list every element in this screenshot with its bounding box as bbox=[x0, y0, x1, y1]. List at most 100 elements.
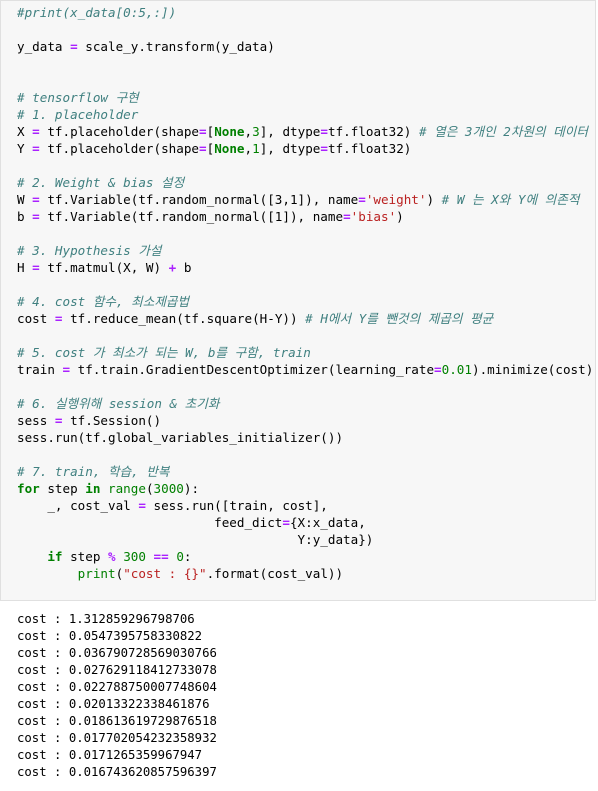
code-line bbox=[17, 446, 593, 463]
code-cell-input[interactable]: #print(x_data[0:5,:]) y_data = scale_y.t… bbox=[0, 0, 596, 601]
code-line: print("cost : {}".format(cost_val)) bbox=[17, 565, 593, 582]
code-token: ) bbox=[396, 209, 404, 224]
code-token: b bbox=[17, 209, 33, 224]
code-token: = bbox=[54, 413, 63, 428]
code-token: scale_y.transform(y_data) bbox=[77, 39, 275, 54]
code-line: for step in range(3000): bbox=[17, 480, 593, 497]
code-token: = bbox=[32, 209, 40, 224]
code-token: tf.placeholder(shape bbox=[39, 141, 199, 156]
code-token: 1 bbox=[252, 141, 260, 156]
code-line: cost = tf.reduce_mean(tf.square(H-Y)) # … bbox=[17, 310, 593, 327]
code-line: if step % 300 == 0: bbox=[17, 548, 593, 565]
code-line bbox=[17, 378, 593, 395]
code-token: None bbox=[214, 141, 245, 156]
code-token: = bbox=[358, 192, 366, 207]
code-token: "cost : {}" bbox=[123, 566, 207, 581]
code-line bbox=[17, 72, 593, 89]
code-token: = bbox=[434, 362, 442, 377]
code-token: y_data bbox=[17, 39, 71, 54]
code-line: Y:y_data}) bbox=[17, 531, 593, 548]
code-token: # tensorflow 구현 bbox=[17, 90, 139, 105]
code-token: sess.run(tf.global_variables_initializer… bbox=[17, 430, 344, 445]
output-line: cost : 0.022788750007748604 bbox=[17, 680, 217, 694]
code-token: b bbox=[176, 260, 192, 275]
code-token: = bbox=[343, 209, 351, 224]
code-token: tf.Session() bbox=[62, 413, 162, 428]
code-token: : bbox=[183, 549, 192, 564]
code-token: = bbox=[320, 141, 328, 156]
code-line bbox=[17, 225, 593, 242]
code-token: range bbox=[108, 481, 146, 496]
code-token: tf.reduce_mean(tf.square(H-Y)) bbox=[62, 311, 306, 326]
code-line bbox=[17, 276, 593, 293]
code-token: for bbox=[17, 481, 40, 496]
code-token: sess bbox=[17, 413, 55, 428]
code-line: W = tf.Variable(tf.random_normal([3,1]),… bbox=[17, 191, 593, 208]
code-token: # H에서 Y를 뺀것의 제곱의 평균 bbox=[305, 311, 494, 326]
code-token: step bbox=[39, 481, 86, 496]
code-token: % bbox=[108, 549, 116, 564]
code-line bbox=[17, 157, 593, 174]
code-token: = bbox=[32, 141, 40, 156]
code-token: = bbox=[54, 311, 63, 326]
code-line: train = tf.train.GradientDescentOptimize… bbox=[17, 361, 593, 378]
output-line: cost : 0.017702054232358932 bbox=[17, 731, 217, 745]
code-token: = bbox=[282, 515, 290, 530]
code-token: tf.Variable(tf.random_normal([3,1]), nam… bbox=[39, 192, 359, 207]
code-line: b = tf.Variable(tf.random_normal([1]), n… bbox=[17, 208, 593, 225]
code-token: X bbox=[17, 124, 33, 139]
code-token: 300 bbox=[123, 549, 146, 564]
code-token: feed_dict bbox=[17, 515, 283, 530]
code-line bbox=[17, 55, 593, 72]
output-line: cost : 0.018613619729876518 bbox=[17, 714, 217, 728]
code-token: tf.train.GradientDescentOptimizer(learni… bbox=[70, 362, 435, 377]
code-line: # 2. Weight & bias 설정 bbox=[17, 174, 593, 191]
code-token: None bbox=[214, 124, 245, 139]
code-token: [ bbox=[206, 141, 215, 156]
code-token: ( bbox=[115, 566, 124, 581]
code-token: Y bbox=[17, 141, 33, 156]
code-token: tf.Variable(tf.random_normal([1]), name bbox=[39, 209, 344, 224]
code-token bbox=[17, 549, 47, 564]
code-token: + bbox=[168, 260, 177, 275]
code-line bbox=[17, 327, 593, 344]
code-token: in bbox=[85, 481, 101, 496]
code-line: # tensorflow 구현 bbox=[17, 89, 593, 106]
code-token: # 4. cost 함수, 최소제곱법 bbox=[17, 294, 190, 309]
code-token: step bbox=[62, 549, 109, 564]
code-token: = bbox=[62, 362, 71, 377]
output-line: cost : 0.02013322338461876 bbox=[17, 697, 210, 711]
code-token: # 1. placeholder bbox=[17, 107, 139, 122]
code-line: # 6. 실행위해 session & 초기화 bbox=[17, 395, 593, 412]
code-token: 'bias' bbox=[350, 209, 397, 224]
code-token: # 6. 실행위해 session & 초기화 bbox=[17, 396, 220, 411]
code-line: y_data = scale_y.transform(y_data) bbox=[17, 38, 593, 55]
code-token: = bbox=[32, 124, 40, 139]
code-line: #print(x_data[0:5,:]) bbox=[17, 4, 593, 21]
code-token: # 열은 3개인 2차원의 데이터 bbox=[418, 124, 588, 139]
code-line: # 3. Hypothesis 가설 bbox=[17, 242, 593, 259]
code-token: == bbox=[153, 549, 169, 564]
code-token: tf.placeholder(shape bbox=[39, 124, 199, 139]
code-token: 3000 bbox=[153, 481, 184, 496]
output-line: cost : 0.036790728569030766 bbox=[17, 646, 217, 660]
code-editor[interactable]: #print(x_data[0:5,:]) y_data = scale_y.t… bbox=[17, 4, 593, 582]
code-line: X = tf.placeholder(shape=[None,3], dtype… bbox=[17, 123, 593, 140]
code-token: 0 bbox=[176, 549, 184, 564]
code-token: .format(cost_val)) bbox=[206, 566, 344, 581]
code-token: ], dtype bbox=[259, 141, 321, 156]
code-token: = bbox=[32, 192, 40, 207]
code-line: Y = tf.placeholder(shape=[None,1], dtype… bbox=[17, 140, 593, 157]
code-token: 'weight' bbox=[365, 192, 427, 207]
code-token bbox=[100, 481, 108, 496]
code-line: feed_dict={X:x_data, bbox=[17, 514, 593, 531]
code-line: # 1. placeholder bbox=[17, 106, 593, 123]
code-token: = bbox=[199, 141, 207, 156]
code-token: {X:x_data, bbox=[289, 515, 366, 530]
code-token: ) bbox=[426, 192, 442, 207]
code-token: 3 bbox=[252, 124, 260, 139]
code-token: ( bbox=[145, 481, 154, 496]
code-token: _, cost_val bbox=[17, 498, 139, 513]
